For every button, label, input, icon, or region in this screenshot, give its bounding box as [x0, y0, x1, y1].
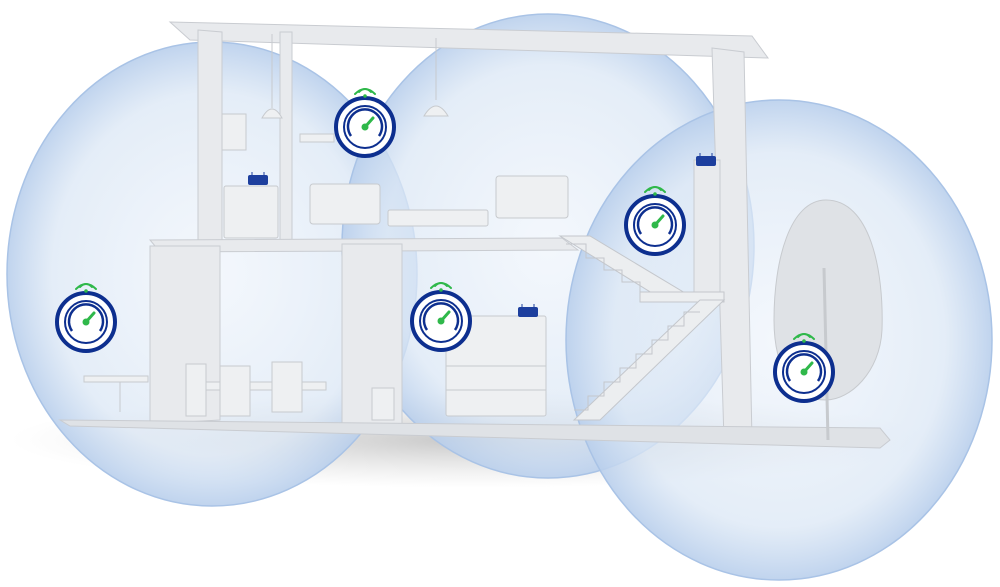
pendant-lamp-1: [261, 108, 283, 119]
speed-badges: [55, 88, 835, 403]
roof-slab: [168, 21, 770, 59]
wifi-signal-icon: [793, 333, 815, 343]
chair-1: [219, 365, 251, 417]
house: [58, 21, 891, 449]
wifi-signal-icon: [75, 283, 97, 293]
ground-slab: [58, 419, 891, 449]
lower-stairs: [572, 299, 726, 421]
plant-pot: [371, 387, 395, 421]
ground-left-wall: [149, 245, 221, 425]
upper-left-wall: [197, 29, 223, 243]
wifi-signal-icon: [644, 186, 666, 196]
wall-shelf: [299, 133, 335, 143]
wifi-signal-icon: [354, 88, 376, 98]
speedometer-icon: [410, 290, 472, 352]
sofa-left: [309, 183, 381, 225]
mesh-router-icon: [518, 304, 538, 317]
bench: [387, 209, 489, 227]
speedometer-icon: [773, 341, 835, 403]
speedometer-icon: [55, 291, 117, 353]
speedometer-icon: [334, 96, 396, 158]
upper-dresser: [223, 185, 279, 239]
mesh-router-icon: [248, 172, 268, 185]
sofa-right: [495, 175, 569, 219]
chair-3: [185, 363, 207, 417]
pendant-lamp-2: [423, 105, 449, 117]
chair-2: [271, 361, 303, 413]
upper-divider-wall: [279, 31, 293, 241]
dining-table: [185, 381, 327, 391]
lower-steps: [574, 311, 700, 411]
wall-picture: [221, 113, 247, 151]
speedometer-icon: [624, 194, 686, 256]
wifi-signal-icon: [430, 282, 452, 292]
staircase: [558, 235, 726, 421]
stair-column: [693, 159, 721, 297]
mesh-router-icon: [696, 153, 716, 166]
patio-table: [83, 375, 149, 383]
routers: [248, 153, 716, 317]
upper-steps: [566, 243, 660, 293]
